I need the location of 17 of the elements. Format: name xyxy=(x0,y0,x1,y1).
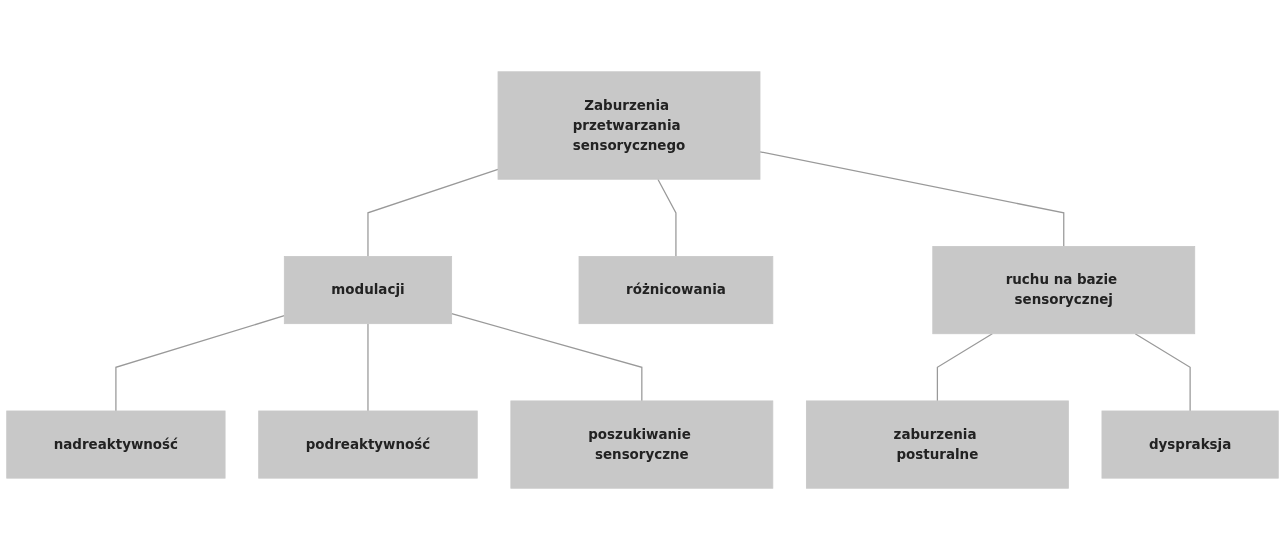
node-box: zaburzenia posturalne xyxy=(806,400,1069,489)
node-box: modulacji xyxy=(283,256,453,325)
node-box: nadreaktywność xyxy=(6,410,226,479)
connector xyxy=(657,178,677,258)
connector xyxy=(759,151,1065,248)
connector xyxy=(367,168,499,258)
node-box: różnicowania xyxy=(578,256,774,325)
connector xyxy=(1134,333,1191,412)
connector xyxy=(936,333,993,402)
node-box: podreaktywność xyxy=(258,410,478,479)
node-box: ruchu na bazie sensorycznej xyxy=(932,246,1196,335)
node-box: dyspraksja xyxy=(1101,410,1279,479)
node-box: Zaburzenia przetwarzania sensorycznego xyxy=(497,71,761,180)
connector xyxy=(367,323,369,412)
connector xyxy=(115,315,285,412)
connector xyxy=(451,313,643,402)
node-box: poszukiwanie sensoryczne xyxy=(510,400,774,489)
